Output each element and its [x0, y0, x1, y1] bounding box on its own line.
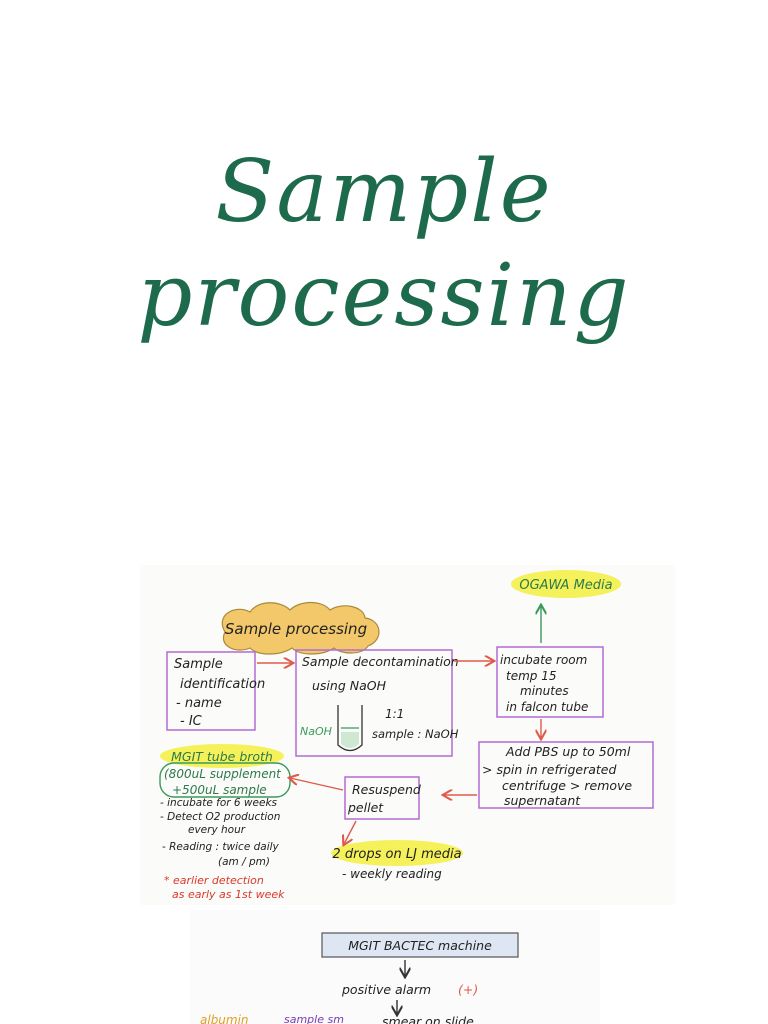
- positive-sign: (+): [458, 982, 478, 997]
- pbs-line-1: Add PBS up to 50ml: [505, 744, 631, 759]
- page-title: Sample processing: [0, 140, 768, 348]
- ratio-label: sample : NaOH: [372, 727, 459, 741]
- resuspend-box: Resuspend pellet: [344, 776, 421, 820]
- pbs-line-3: centrifuge > remove: [502, 778, 632, 793]
- arrow-resuspend-to-mgit: [290, 778, 344, 791]
- bactec-label: MGIT BACTEC machine: [348, 938, 492, 953]
- test-tube-icon: [337, 705, 363, 752]
- pbs-line-2: > spin in refrigerated: [482, 762, 616, 777]
- albumin-label: albumin: [200, 1013, 249, 1024]
- identification-line-3: - name: [176, 696, 222, 711]
- header-cloud: Sample processing: [221, 601, 380, 655]
- incubate-line-3: minutes: [520, 684, 569, 698]
- mgit-supp-line-1: (800uL supplement: [164, 767, 282, 781]
- decontamination-line-1: Sample decontamination: [302, 654, 459, 669]
- header-label: Sample processing: [225, 620, 367, 638]
- mgit-step-5: (am / pm): [218, 856, 270, 868]
- mgit-title: MGIT tube broth: [171, 749, 273, 764]
- mgit-note-2: as early as 1st week: [172, 888, 285, 901]
- mgit-step-2: - Detect O2 production: [160, 811, 280, 823]
- mgit-supp-line-2: +500uL sample: [172, 783, 267, 797]
- incubate-line-4: in falcon tube: [506, 700, 588, 714]
- flow-arrows: [257, 606, 541, 1014]
- identification-line-4: - IC: [180, 714, 203, 729]
- diagram-lower-panel: [190, 910, 600, 1024]
- naoh-label: NaOH: [300, 725, 332, 738]
- lj-media-node: 2 drops on LJ media - weekly reading: [331, 840, 463, 881]
- incubate-line-2: temp 15: [506, 669, 556, 683]
- smear-label: smear on slide: [382, 1014, 474, 1024]
- lj-media-label: 2 drops on LJ media: [332, 847, 461, 862]
- mgit-step-3: every hour: [188, 824, 246, 836]
- decontamination-box: Sample decontamination using NaOH NaOH 1…: [295, 649, 459, 757]
- sample-bottom-label: sample sm: [284, 1013, 344, 1024]
- decontamination-line-2: using NaOH: [312, 678, 387, 693]
- resuspend-line-2: pellet: [347, 800, 384, 815]
- positive-alarm: positive alarm: [341, 982, 431, 997]
- ogawa-media-node: OGAWA Media: [511, 570, 621, 598]
- mgit-node: MGIT tube broth (800uL supplement +500uL…: [159, 744, 291, 901]
- incubate-box: incubate room temp 15 minutes in falcon …: [496, 646, 604, 718]
- pbs-line-4: supernatant: [504, 793, 581, 808]
- title-line-2: processing: [137, 246, 631, 346]
- mgit-step-1: - incubate for 6 weeks: [160, 797, 278, 809]
- identification-box: Sample identification - name - IC: [166, 651, 265, 731]
- resuspend-line-1: Resuspend: [352, 782, 421, 797]
- incubate-line-1: incubate room: [500, 653, 587, 667]
- identification-line-1: Sample: [174, 657, 223, 672]
- lj-note: - weekly reading: [342, 867, 442, 881]
- ratio-value: 1:1: [385, 707, 404, 721]
- ogawa-label: OGAWA Media: [519, 578, 612, 593]
- identification-line-2: identification: [180, 677, 265, 692]
- arrow-resuspend-to-lj: [344, 820, 357, 844]
- title-line-1: Sample: [215, 142, 553, 242]
- bactec-box: MGIT BACTEC machine: [321, 932, 519, 958]
- mgit-note-1: * earlier detection: [164, 874, 264, 887]
- pbs-box: Add PBS up to 50ml > spin in refrigerate…: [478, 741, 654, 809]
- mgit-step-4: - Reading : twice daily: [162, 841, 280, 853]
